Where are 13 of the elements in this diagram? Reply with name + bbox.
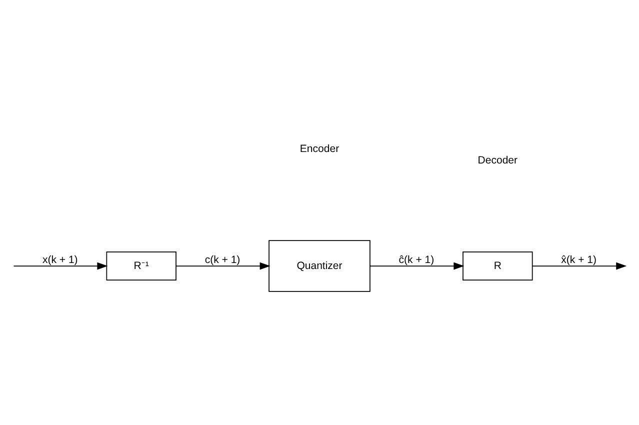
edge-label: c(k + 1) bbox=[204, 254, 240, 266]
edge-label: ĉ(k + 1) bbox=[398, 254, 434, 266]
node-box: Quantizer bbox=[268, 240, 370, 292]
arrow bbox=[370, 262, 464, 270]
arrow bbox=[532, 262, 627, 270]
label: Decoder bbox=[478, 154, 518, 166]
arrow bbox=[176, 262, 270, 270]
label: Encoder bbox=[300, 143, 340, 156]
edge-label: x̂(k + 1) bbox=[561, 254, 597, 266]
node-box: R bbox=[462, 252, 533, 281]
edge-label: x(k + 1) bbox=[42, 254, 78, 266]
node-box: R⁻¹ bbox=[106, 252, 176, 281]
arrow bbox=[13, 262, 108, 270]
